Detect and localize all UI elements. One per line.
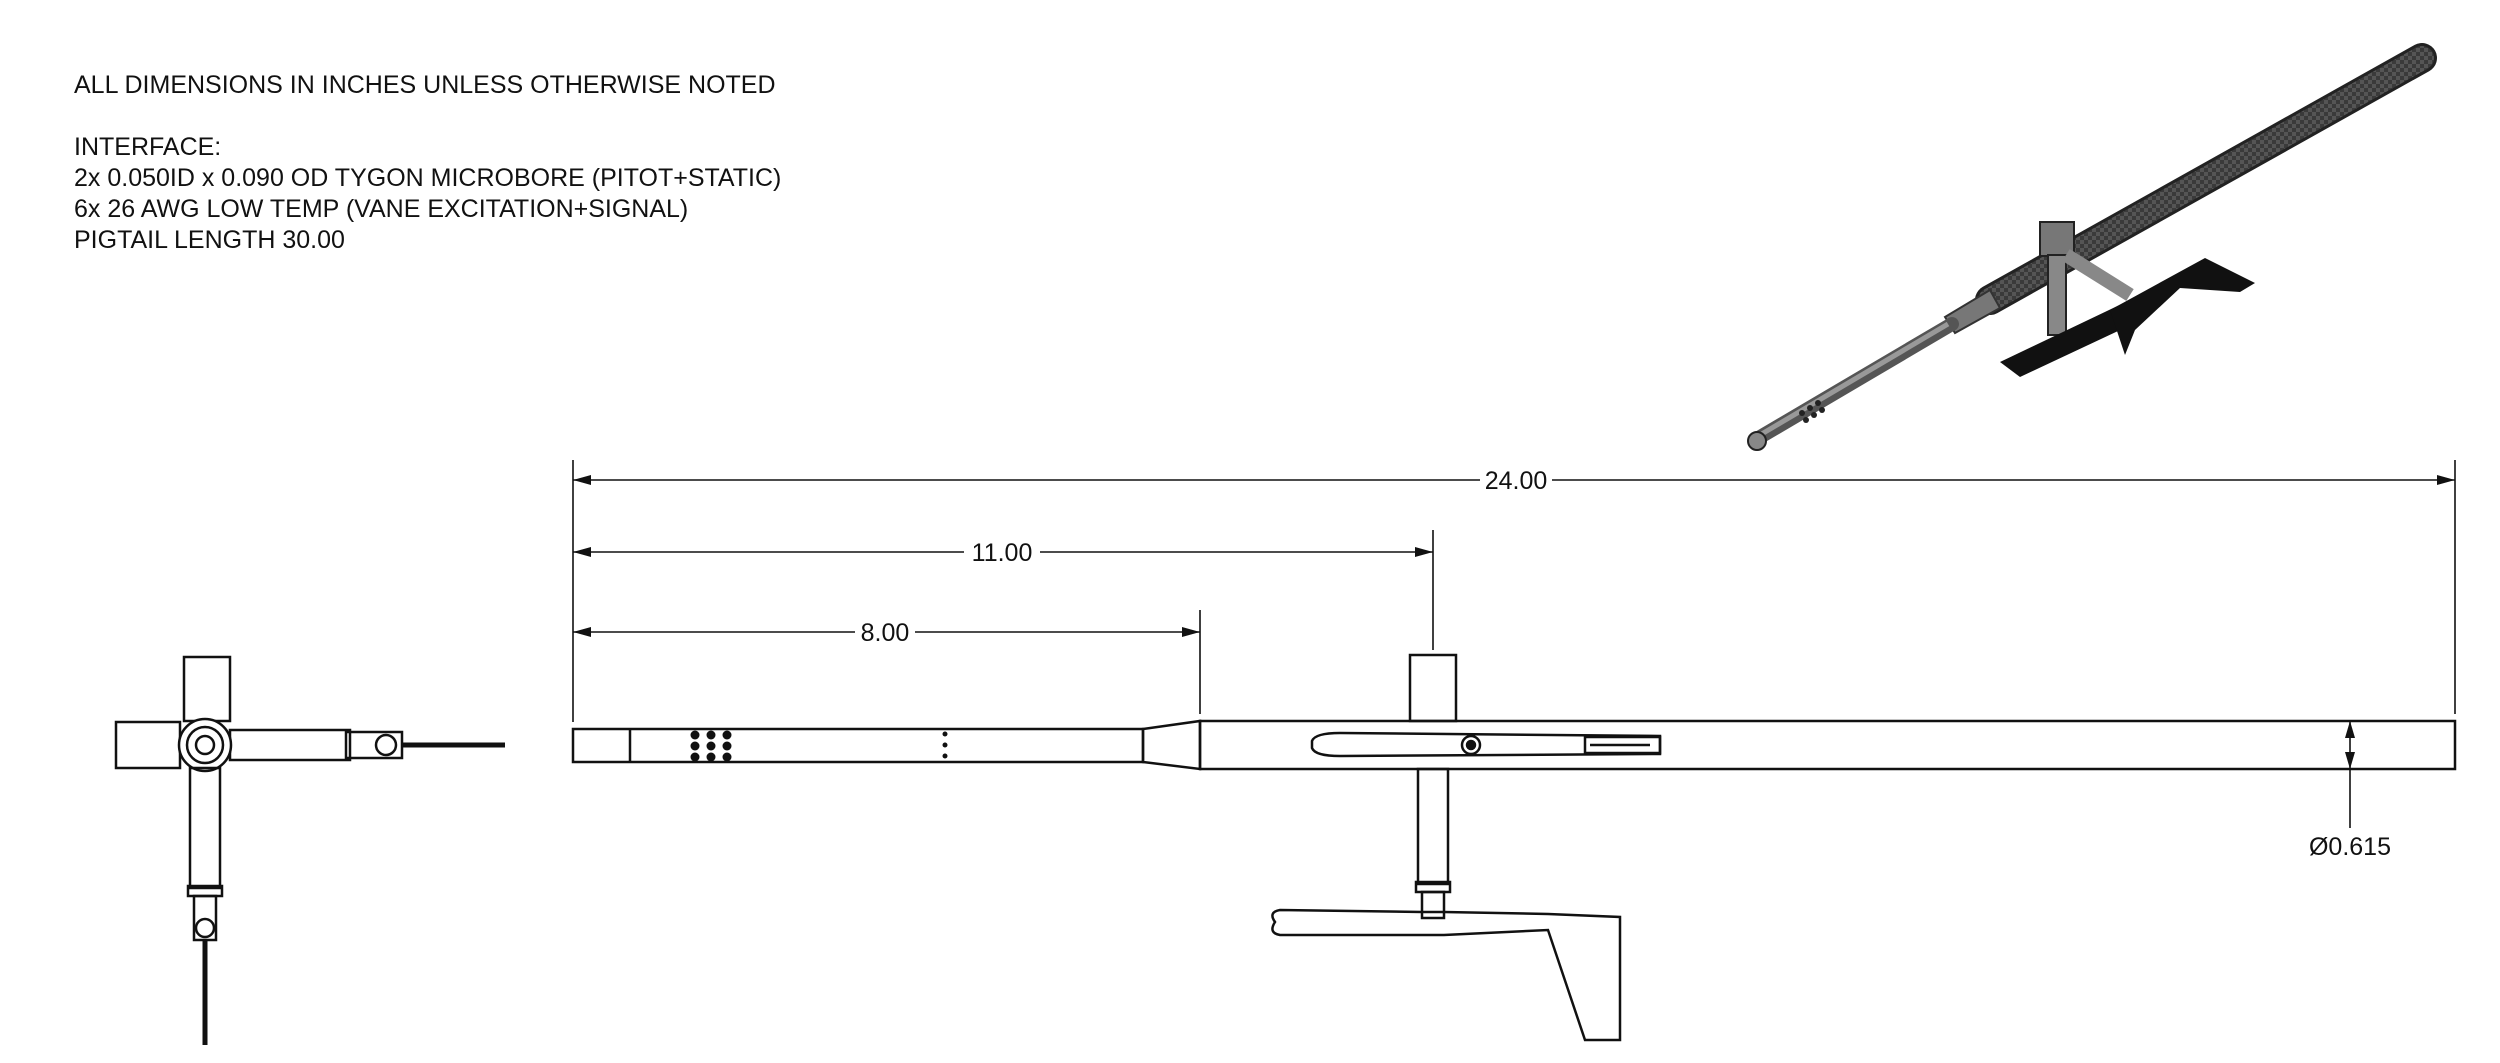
dim-24-arrow-right bbox=[2437, 475, 2455, 485]
iso-mount-block bbox=[2039, 221, 2075, 257]
dim-11-arrow-right bbox=[1415, 547, 1433, 557]
probe-taper bbox=[1141, 719, 1202, 771]
dim-tip-length-label: 8.00 bbox=[861, 619, 910, 647]
vane-pivot bbox=[1460, 734, 1482, 756]
dim-boom-diameter-label: Ø0.615 bbox=[2309, 833, 2391, 861]
iso-static-ports bbox=[1799, 400, 1825, 423]
pigtail-length-note: PIGTAIL LENGTH 30.00 bbox=[74, 226, 345, 254]
lower-vane bbox=[1271, 908, 1622, 1042]
dim-8-arrow-right bbox=[1182, 627, 1200, 637]
iso-probe-end bbox=[1747, 431, 1767, 451]
interface-wiring-note: 6x 26 AWG LOW TEMP (VANE EXCITATION+SIGN… bbox=[74, 195, 689, 223]
iso-vane-arm bbox=[2062, 249, 2134, 301]
end-view-arm-tip bbox=[344, 730, 404, 760]
end-view-post bbox=[188, 766, 222, 890]
end-view-left-fin bbox=[114, 720, 182, 770]
dim-overall-length-label: 24.00 bbox=[1485, 467, 1548, 495]
pitot-port-grid bbox=[690, 730, 732, 762]
end-view-mount-block bbox=[182, 655, 232, 723]
dimension-lines bbox=[572, 460, 2456, 828]
end-view-foot-pivot bbox=[194, 917, 216, 939]
boom-body bbox=[1198, 719, 2457, 771]
end-view-arm bbox=[228, 728, 352, 762]
iso-vane-tail bbox=[2110, 258, 2255, 355]
vane-tail-upper bbox=[1583, 735, 1662, 755]
dim-mount-position-label: 11.00 bbox=[972, 539, 1033, 567]
dim-8-arrow-left bbox=[573, 627, 591, 637]
general-note: ALL DIMENSIONS IN INCHES UNLESS OTHERWIS… bbox=[74, 71, 776, 99]
iso-probe-tip-highlight bbox=[1758, 321, 1950, 438]
side-view bbox=[571, 653, 2457, 1042]
mount-post bbox=[1416, 767, 1450, 886]
dim-diameter-arrow-bottom bbox=[2345, 752, 2355, 769]
dim-diameter-arrow-top bbox=[2345, 721, 2355, 738]
interface-tubing-note: 2x 0.050ID x 0.090 OD TYGON MICROBORE (P… bbox=[74, 164, 782, 192]
iso-mount-post bbox=[2047, 254, 2067, 336]
end-view-boom-inner bbox=[194, 734, 216, 756]
end-view-arm-pivot bbox=[374, 733, 398, 757]
static-port-column bbox=[942, 731, 948, 759]
iso-vane-lower bbox=[2000, 300, 2150, 377]
probe-tip-section bbox=[571, 727, 1145, 764]
isometric-view bbox=[1747, 43, 2437, 451]
mount-block bbox=[1408, 653, 1458, 723]
dim-11-arrow-left bbox=[573, 547, 591, 557]
end-view-boom-mid bbox=[185, 725, 225, 765]
dim-24-arrow-left bbox=[573, 475, 591, 485]
mount-post-foot bbox=[1420, 890, 1446, 920]
drawing-notes: ALL DIMENSIONS IN INCHES UNLESS OTHERWIS… bbox=[74, 70, 781, 256]
end-view bbox=[114, 655, 505, 1045]
vane-pivot-center bbox=[1465, 739, 1477, 751]
interface-heading: INTERFACE: bbox=[74, 133, 222, 161]
